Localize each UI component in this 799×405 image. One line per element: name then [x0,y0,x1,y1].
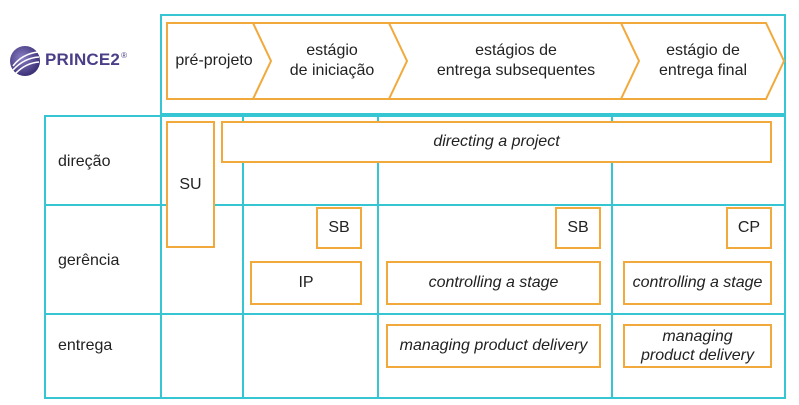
logo-text: PRINCE2® [45,50,127,70]
process-box-managing-product-delivery-final: managing product delivery [623,324,772,368]
stage-label: estágio de iniciação [289,42,375,79]
process-box-directing-a-project: directing a project [221,121,772,163]
process-box-cp: CP [726,207,772,249]
grid-cell [611,313,786,399]
process-box-su: SU [166,121,215,248]
row-label-entrega: entrega [58,337,113,354]
prince2-logo: PRINCE2® [8,40,158,82]
stage-label: estágios de entrega subsequentes [436,42,596,79]
process-box-managing-product-delivery: managing product delivery [386,324,601,368]
stage-chevron-iniciacao: estágio de iniciação [252,22,410,100]
process-box-controlling-a-stage-final: controlling a stage [623,261,772,305]
chevron-shape [620,22,786,100]
stage-chevron-final: estágio de entrega final [620,22,786,100]
logo-brand: PRINCE2 [45,50,121,69]
process-box-sb-subsequentes: SB [555,207,601,249]
stage-label: pré-projeto [175,52,253,69]
stage-label: estágio de entrega final [658,42,748,79]
header-frame [160,14,786,115]
process-box-controlling-a-stage: controlling a stage [386,261,601,305]
process-box-ip: IP [250,261,362,305]
row-label-gerencia: gerência [58,252,120,269]
row-label-direcao: direção [58,153,111,170]
logo-registered: ® [121,51,128,61]
grid-cell [242,313,379,399]
grid-cell-label-entrega [44,313,162,399]
grid-cell [160,313,244,399]
prince2-emblem-icon [10,46,40,76]
stage-chevron-subsequentes: estágios de entrega subsequentes [388,22,642,100]
process-box-sb-iniciacao: SB [316,207,362,249]
